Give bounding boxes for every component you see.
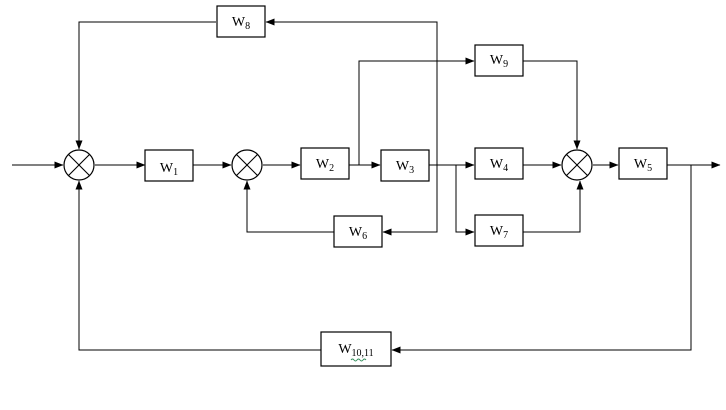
line-w2-w9: [358, 57, 475, 165]
svg-text:W5: W5: [634, 157, 652, 174]
line-w7-sum3: [523, 180, 584, 233]
sum-junction-1: [63, 149, 95, 181]
svg-text:W3: W3: [396, 159, 414, 176]
line-w6-sum2: [243, 180, 334, 233]
block-w7: W7: [474, 214, 524, 247]
line-w3-w7: [455, 165, 475, 236]
signal-lines: [12, 18, 721, 354]
line-w3-w6: [382, 165, 438, 236]
line-output-w1011: [391, 165, 692, 354]
line-w8-sum1: [75, 21, 216, 150]
line-w9-sum3: [523, 60, 581, 150]
sum-junction-3: [561, 149, 593, 181]
svg-text:W1: W1: [160, 161, 178, 178]
svg-text:W6: W6: [349, 225, 367, 242]
line-w1011-sum1: [75, 180, 321, 351]
line-w3-w8: [265, 18, 438, 165]
block-w2: W2: [300, 147, 350, 180]
block-w3: W3: [380, 149, 430, 182]
block-w10-11: W10,11: [320, 331, 392, 367]
svg-text:W2: W2: [316, 157, 334, 174]
block-w4: W4: [474, 147, 524, 180]
svg-text:W8: W8: [232, 15, 250, 32]
block-w1: W1: [144, 149, 194, 182]
svg-text:W10,11: W10,11: [338, 342, 373, 359]
block-w8: W8: [216, 5, 266, 38]
svg-text:W9: W9: [490, 53, 508, 70]
block-w5: W5: [618, 147, 668, 180]
block-w6: W6: [333, 215, 383, 248]
svg-text:W7: W7: [490, 224, 508, 241]
sum-junction-2: [231, 149, 263, 181]
spellcheck-underline: [350, 358, 367, 362]
svg-text:W4: W4: [490, 157, 508, 174]
block-w9: W9: [474, 44, 524, 77]
